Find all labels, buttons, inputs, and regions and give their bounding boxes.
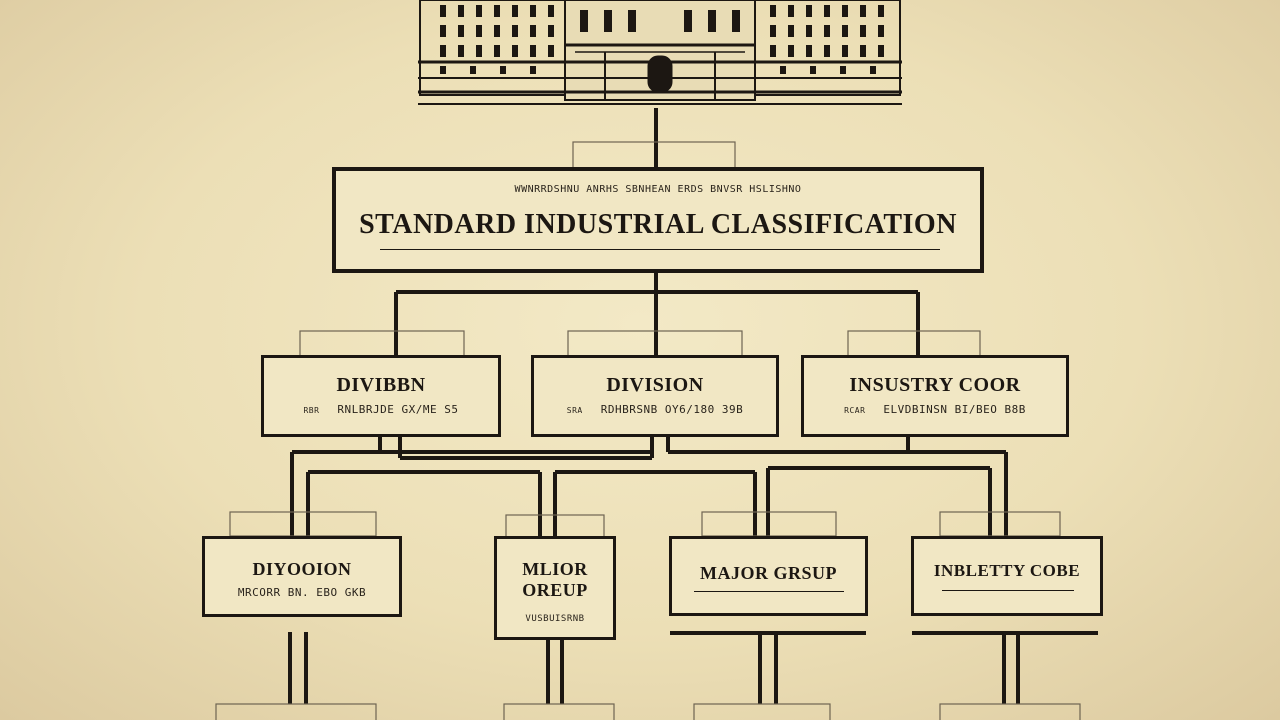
industry-code-value: RCAR ELVDBINSN BI/BEO B8B (804, 403, 1066, 416)
box-underline (694, 591, 844, 592)
code-prefix: RBR (303, 406, 320, 415)
division-code: RBR RNLBRJDE GX/ME S5 (264, 403, 498, 416)
government-building-icon (418, 0, 902, 105)
code-prefix: SRA (566, 406, 583, 415)
major-group-title: MLIOR OREUP (522, 559, 588, 600)
division-code: SRA RDHBRSNB OY6/180 39B (534, 403, 776, 416)
major-group-code: VUSBUISRNB (525, 614, 585, 624)
header-title: STANDARD INDUSTRIAL CLASSIFICATION (359, 209, 957, 240)
title-underline (380, 249, 940, 250)
division-box-1: DIVIBBN RBR RNLBRJDE GX/ME S5 (261, 355, 501, 437)
industry-code-box: INSUSTRY COOR RCAR ELVDBINSN BI/BEO B8B (801, 355, 1069, 437)
code-value: RDHBRSNB OY6/180 39B (600, 403, 744, 416)
division-box-2: DIVISION SRA RDHBRSNB OY6/180 39B (531, 355, 779, 437)
industry-code-box-2: INBLETTY COBE (911, 536, 1103, 616)
division-title: DIVISION (606, 374, 704, 396)
major-group-box-2: MAJOR GRSUP (669, 536, 868, 616)
industry-code-title: INSUSTRY COOR (849, 374, 1021, 396)
major-group-title: MAJOR GRSUP (700, 563, 837, 583)
box-underline (942, 590, 1074, 591)
division-code: MRCORR BN. EBO GKB (237, 586, 367, 599)
division-title: DIVIBBN (336, 374, 426, 396)
code-value: RNLBRJDE GX/ME S5 (337, 403, 459, 416)
building-windows (440, 5, 884, 74)
division-box-3: DIYOOION MRCORR BN. EBO GKB (202, 536, 402, 617)
division-title: DIYOOION (252, 559, 352, 579)
code-value: ELVDBINSN BI/BEO B8B (883, 403, 1026, 416)
sic-title-box: WWNRRDSHNU ANRHS SBNHEAN ERDS BNVSR HSLI… (332, 167, 984, 273)
header-subtitle: WWNRRDSHNU ANRHS SBNHEAN ERDS BNVSR HSLI… (514, 184, 802, 195)
industry-code-title: INBLETTY COBE (933, 561, 1081, 580)
code-prefix: RCAR (844, 406, 866, 415)
major-group-box-1: MLIOR OREUP VUSBUISRNB (494, 536, 616, 640)
